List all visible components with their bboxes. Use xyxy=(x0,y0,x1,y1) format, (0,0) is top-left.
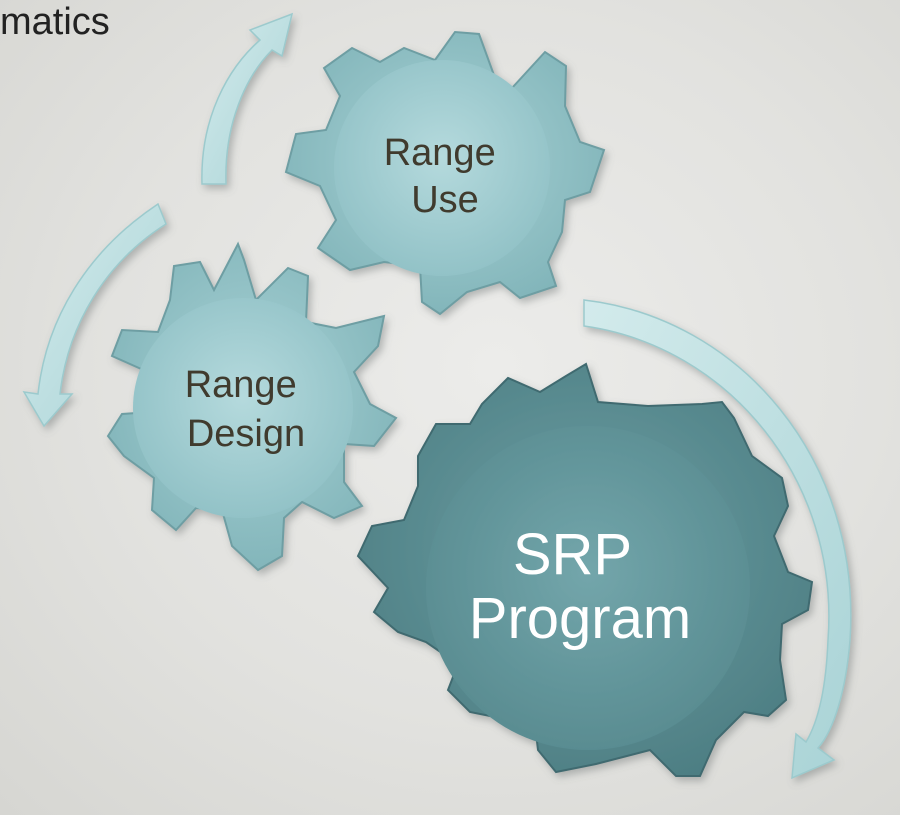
gear-range-design[interactable]: Range Design xyxy=(106,241,398,572)
gear-range-use-hub xyxy=(334,60,550,276)
gear-srp-program-hub xyxy=(426,426,750,750)
arrow-down-right xyxy=(583,299,852,780)
gear-srp-program-label: SRP Program xyxy=(469,522,691,651)
gear-range-use-label: Range Use xyxy=(384,132,507,221)
cycle-arrows xyxy=(22,12,852,780)
gear-range-design-hub xyxy=(133,298,353,518)
gear-range-use[interactable]: Range Use xyxy=(284,30,606,316)
partial-title: matics xyxy=(0,1,110,43)
arrow-up-left xyxy=(201,12,294,185)
gear-srp-program[interactable]: SRP Program xyxy=(356,362,814,777)
gear-range-design-label: Range Design xyxy=(185,364,308,455)
arrow-down-left xyxy=(22,202,167,428)
